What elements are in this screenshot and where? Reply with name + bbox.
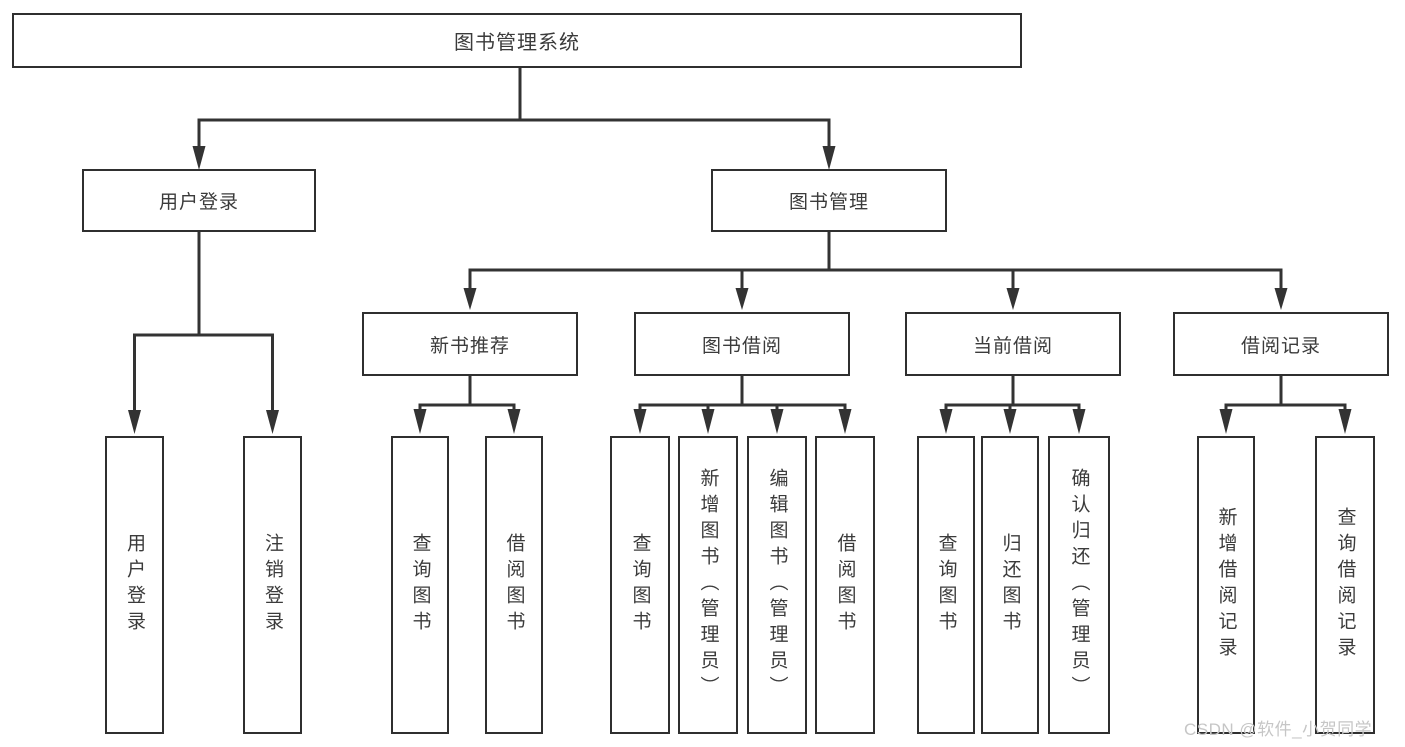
- node-label: 查询图书: [935, 533, 957, 637]
- leaf-query-book-3: 查询图书: [917, 436, 975, 734]
- node-label: 借阅图书: [834, 533, 856, 637]
- node-label: 图书借阅: [701, 335, 782, 357]
- node-label: 当前借阅: [972, 335, 1053, 357]
- node-label: 借阅图书: [503, 533, 525, 637]
- node-book-management: 图书管理: [711, 169, 947, 232]
- node-label: 归还图书: [999, 533, 1021, 637]
- leaf-confirm-return-admin: 确认归还（管理员）: [1048, 436, 1110, 734]
- node-borrow-record: 借阅记录: [1173, 312, 1389, 376]
- leaf-query-book-1: 查询图书: [391, 436, 449, 734]
- node-label: 用户登录: [124, 533, 145, 637]
- node-book-borrow: 图书借阅: [634, 312, 850, 376]
- leaf-add-book-admin: 新增图书（管理员）: [678, 436, 738, 734]
- node-user-login: 用户登录: [82, 169, 316, 232]
- node-label: 新增借阅记录: [1215, 507, 1237, 663]
- leaf-user-login: 用户登录: [105, 436, 164, 734]
- node-label: 查询图书: [409, 533, 431, 637]
- connector-borrow-record-to-leaves: [1219, 376, 1352, 434]
- leaf-return-book: 归还图书: [981, 436, 1039, 734]
- leaf-borrow-book-2: 借阅图书: [815, 436, 875, 734]
- leaf-query-borrow-record: 查询借阅记录: [1315, 436, 1375, 734]
- leaf-edit-book-admin: 编辑图书（管理员）: [747, 436, 807, 734]
- node-label: 查询借阅记录: [1334, 507, 1356, 663]
- node-new-book-recommend: 新书推荐: [362, 312, 578, 376]
- node-label: 用户登录: [158, 192, 239, 213]
- leaf-borrow-book-1: 借阅图书: [485, 436, 543, 734]
- node-label: 查询图书: [629, 533, 651, 637]
- leaf-query-book-2: 查询图书: [610, 436, 670, 734]
- connector-book-management-to-level2: [463, 232, 1288, 310]
- connector-new-book-to-leaves: [413, 376, 521, 434]
- leaf-logout: 注销登录: [243, 436, 302, 734]
- node-label: 编辑图书（管理员）: [766, 468, 788, 702]
- connector-book-borrow-to-leaves: [633, 376, 852, 434]
- node-current-borrow: 当前借阅: [905, 312, 1121, 376]
- node-label: 新增图书（管理员）: [697, 468, 719, 702]
- csdn-watermark: CSDN @软件_小贺同学: [1184, 720, 1373, 739]
- leaf-add-borrow-record: 新增借阅记录: [1197, 436, 1255, 734]
- connector-current-borrow-to-leaves: [939, 376, 1086, 434]
- connector-root-to-level1: [192, 68, 836, 170]
- node-label: 图书管理系统: [454, 32, 580, 54]
- node-label: 图书管理: [788, 192, 869, 213]
- connector-user-login-to-leaves: [128, 232, 279, 434]
- node-label: 注销登录: [262, 533, 283, 637]
- node-label: 新书推荐: [429, 335, 510, 357]
- node-label: 借阅记录: [1240, 335, 1321, 357]
- node-label: 确认归还（管理员）: [1068, 468, 1090, 702]
- node-library-management-system: 图书管理系统: [12, 13, 1022, 68]
